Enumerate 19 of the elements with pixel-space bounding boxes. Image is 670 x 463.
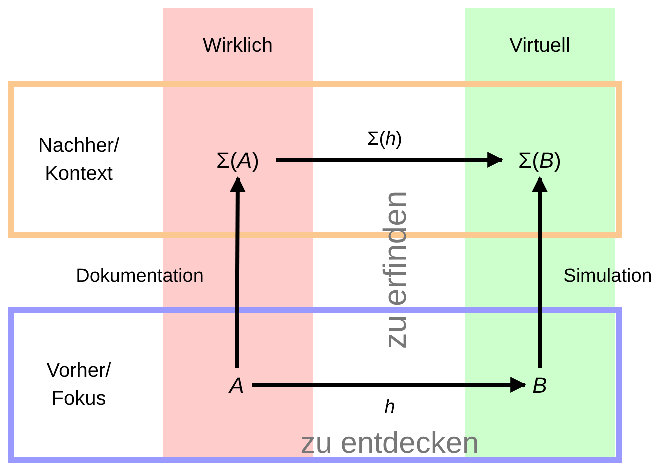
edge-label: Σ(h) bbox=[368, 128, 402, 152]
axis-note: zu entdecken bbox=[300, 429, 480, 459]
math-term: B bbox=[532, 372, 548, 400]
column-heading: Virtuell bbox=[510, 34, 570, 59]
arrow bbox=[276, 152, 504, 168]
arrow bbox=[532, 176, 548, 368]
row-heading: Vorher/ Fokus bbox=[46, 359, 112, 412]
edge-label: h bbox=[384, 396, 396, 420]
math-term: Σ(B) bbox=[518, 146, 562, 174]
axis-note: zu erfinden bbox=[379, 190, 411, 350]
arrow bbox=[230, 176, 246, 368]
math-term: A bbox=[230, 372, 244, 400]
edge-label: Simulation bbox=[564, 264, 652, 289]
group-frame bbox=[8, 307, 622, 463]
row-heading: Nachher/ Kontext bbox=[37, 134, 121, 186]
column-heading: Wirklich bbox=[203, 34, 273, 59]
arrow bbox=[252, 377, 527, 393]
math-term: Σ(A) bbox=[216, 146, 260, 174]
edge-label: Dokumentation bbox=[76, 264, 204, 289]
